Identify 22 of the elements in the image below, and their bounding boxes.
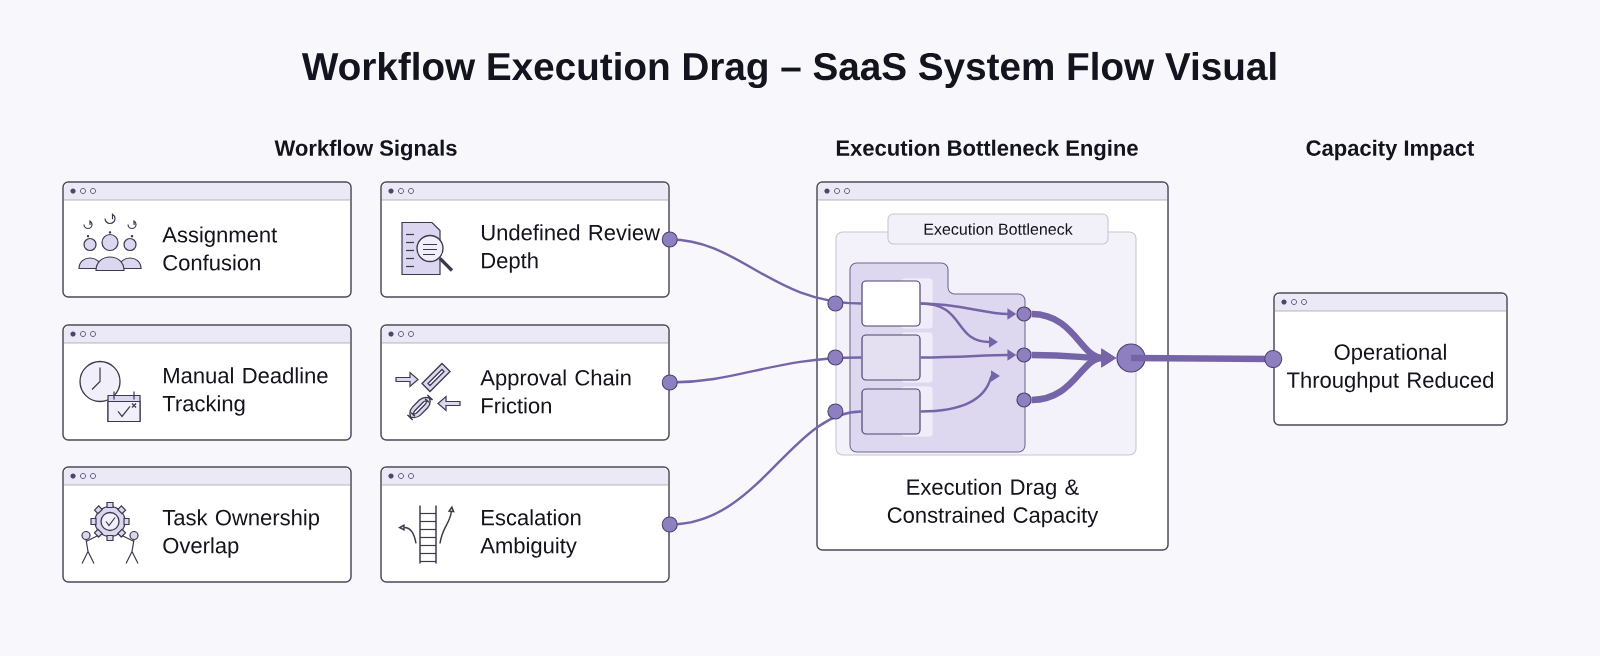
window-card: Approval Chain Friction — [380, 324, 670, 441]
slot-box — [861, 386, 933, 437]
window-card: Manual Deadline Tracking — [62, 324, 352, 441]
slot-box — [861, 332, 933, 383]
junction-dot — [1016, 392, 1032, 408]
connector — [661, 349, 862, 391]
window-card: Assignment Confusion — [62, 181, 352, 298]
window-card: Operational Throughput Reduced — [1273, 292, 1508, 426]
window-card: Task Ownership Overlap — [62, 466, 352, 583]
column-heading: Workflow Signals — [274, 139, 457, 161]
title: Workflow Execution Drag – SaaS System Flow Visual — [301, 51, 1276, 89]
junction-dot — [1016, 306, 1032, 322]
window-card: Escalation Ambiguity — [380, 466, 670, 583]
slot-box — [861, 278, 933, 329]
connector — [1131, 349, 1283, 369]
junction-dot — [1016, 347, 1032, 363]
column-heading: Execution Bottleneck Engine — [836, 139, 1138, 161]
merge-circle — [1116, 343, 1146, 373]
connector — [661, 231, 862, 312]
window-card: Undefined Review Depth — [380, 181, 670, 298]
connector — [661, 403, 862, 533]
column-heading: Capacity Impact — [1306, 139, 1475, 161]
